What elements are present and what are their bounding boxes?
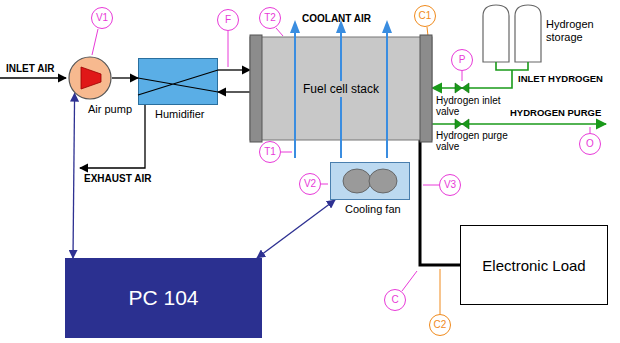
connector — [420, 140, 460, 265]
part-label: COOLANT AIR — [302, 13, 371, 24]
connector — [73, 93, 75, 258]
callout-number: P — [451, 49, 473, 71]
node-label: Air pump — [88, 103, 132, 116]
drawing-part — [343, 169, 371, 193]
fuel-cell-stack: Fuel cell stack — [250, 37, 432, 140]
inlet-air-line — [0, 77, 66, 78]
drawing-part — [423, 185, 439, 186]
connector — [112, 77, 138, 78]
drawing-part — [455, 119, 469, 129]
drawing-part — [420, 35, 432, 142]
storage-outline — [482, 4, 542, 76]
callout-number: C1 — [414, 5, 436, 27]
callout-number: T2 — [259, 7, 281, 29]
drawing-part — [290, 20, 300, 33]
drawing-part — [276, 28, 283, 36]
drawing-part — [331, 163, 410, 200]
humid-outline — [138, 58, 218, 105]
connector — [257, 200, 335, 258]
node-label: Fuel cell stack — [300, 81, 382, 97]
drawing-part — [138, 70, 218, 95]
drawing-part — [462, 71, 463, 81]
drawing-part — [81, 67, 101, 89]
node-label: Hydrogen storage — [546, 18, 612, 43]
part-label: INLET HYDROGEN — [518, 74, 603, 84]
node-label: Cooling fan — [345, 203, 401, 216]
drawing-part — [515, 5, 541, 62]
air-pump: Air pump — [68, 56, 112, 100]
callout-number: V2 — [299, 173, 321, 195]
drawing-part — [321, 184, 328, 185]
node-label: Humidifier — [155, 108, 205, 121]
electronic-load-box: Electronic Load — [460, 225, 608, 305]
drawing-part — [92, 29, 98, 55]
connector — [218, 91, 250, 92]
connector — [432, 76, 512, 88]
drawing-part — [295, 31, 387, 158]
callout-number: F — [217, 9, 239, 31]
node-label: PC 104 — [128, 286, 198, 310]
hydrogen-storage: Hydrogen storage — [482, 4, 542, 76]
connector — [218, 69, 250, 70]
part-label: EXHAUST AIR — [84, 173, 151, 184]
fan-outline — [330, 162, 410, 200]
callout-number: O — [579, 133, 601, 155]
callout-number: T1 — [259, 141, 281, 163]
part-label: Hydrogen purge valve — [436, 130, 508, 152]
drawing-part — [483, 5, 509, 62]
callout-number: C2 — [429, 314, 451, 336]
drawing-part — [228, 31, 229, 67]
cooling-fan: Cooling fan — [330, 162, 410, 200]
part-label: Hydrogen inlet valve — [436, 95, 508, 117]
drawing-part — [402, 271, 417, 291]
drawing-part — [281, 152, 292, 153]
drawing-part — [382, 20, 392, 33]
drawing-part — [455, 83, 469, 93]
drawing-part — [69, 57, 111, 99]
callout-number: V1 — [91, 7, 113, 29]
callout-number: V3 — [439, 174, 461, 196]
drawing-part — [250, 35, 262, 142]
drawing-part — [369, 169, 397, 193]
drawing-part — [386, 31, 388, 158]
humidifier-box: Humidifier — [138, 58, 218, 105]
part-label: INLET AIR — [6, 63, 55, 74]
node-label: Electronic Load — [482, 257, 585, 274]
drawing-part — [139, 59, 218, 105]
drawing-part — [294, 31, 296, 158]
part-label: HYDROGEN PURGE — [510, 108, 601, 118]
pc-104-box: PC 104 — [65, 258, 262, 338]
pump-outline — [68, 56, 112, 100]
drawing-part — [440, 269, 441, 314]
callout-number: C — [384, 289, 406, 311]
